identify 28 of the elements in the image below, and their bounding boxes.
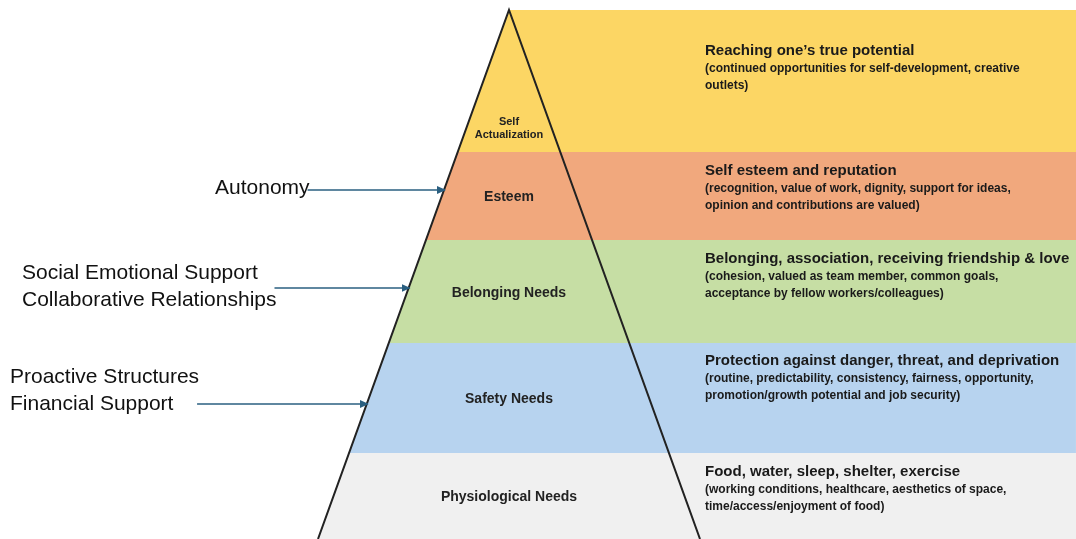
support-text: Autonomy: [215, 174, 310, 200]
pyramid-level-band: [318, 453, 1076, 539]
level-heading: Reaching one’s true potential: [705, 40, 916, 60]
level-description: (working conditions, healthcare, aesthetics of space, time/access/enjoyment of food): [705, 480, 1008, 515]
support-text: Financial Support: [10, 390, 175, 417]
level-name: Self Actualization: [474, 115, 544, 141]
pyramid-level-band: [457, 10, 1076, 152]
support-text: Proactive Structures: [10, 363, 200, 389]
level-name: Esteem: [483, 187, 535, 205]
level-heading: Food, water, sleep, shelter, exercise: [705, 461, 962, 481]
level-heading: Belonging, association, receiving friendship & love: [705, 248, 1070, 268]
level-description: (recognition, value of work, dignity, support for ideas, opinion and contributions are valued): [705, 179, 1012, 214]
level-name: Belonging Needs: [450, 283, 568, 300]
level-name: Safety Needs: [464, 389, 554, 407]
level-name: Physiological Needs: [439, 487, 579, 505]
arrow: [306, 186, 446, 194]
level-description: (routine, predictability, consistency, fairness, opportunity, promotion/growth potential and job security): [705, 369, 1035, 404]
pyramid-level-band: [425, 152, 1076, 240]
level-description: (cohesion, valued as team member, common goals, acceptance by fellow workers/colleagues): [705, 267, 1000, 302]
level-heading: Protection against danger, threat, and deprivation: [705, 350, 1060, 370]
support-text: Social Emotional Support: [22, 259, 259, 285]
level-description: (continued opportunities for self-development, creative outlets): [705, 59, 1021, 94]
arrow: [196, 400, 369, 408]
pyramid-level-band: [388, 240, 1076, 343]
support-text: Collaborative Relationships: [22, 286, 277, 313]
pyramid-level-band: [349, 343, 1076, 453]
level-heading: Self esteem and reputation: [705, 160, 898, 180]
arrow: [273, 284, 411, 292]
